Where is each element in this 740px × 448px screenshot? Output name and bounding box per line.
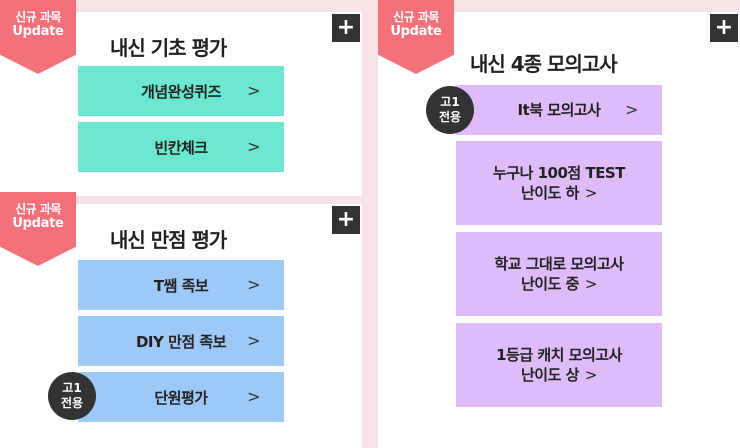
button-label: DIY 만점 족보: [135, 332, 227, 351]
ribbon-update-text: Update: [12, 24, 64, 39]
plus-icon[interactable]: +: [710, 14, 738, 42]
ribbon-text: 신규 과목: [15, 202, 61, 216]
new-subject-ribbon: 신규 과목 Update: [0, 192, 76, 266]
button-label: 단원평가: [154, 388, 208, 407]
new-subject-ribbon: 신규 과목 Update: [378, 0, 454, 74]
chevron-right-icon: >: [247, 275, 260, 294]
panel-title: 내신 기초 평가: [110, 36, 227, 60]
badge-text: 전용: [438, 110, 462, 124]
itbook-mock-button[interactable]: It북 모의고사 >: [456, 85, 662, 135]
ribbon-text: 신규 과목: [393, 10, 439, 24]
anyone-100-test-button[interactable]: 누구나 100점 TEST 난이도 하 >: [456, 141, 662, 225]
unit-eval-button[interactable]: 단원평가 >: [78, 372, 284, 422]
ribbon-update-text: Update: [12, 216, 64, 231]
chevron-right-icon: >: [247, 331, 260, 350]
button-label: 개념완성퀴즈: [141, 82, 221, 101]
chevron-right-icon: >: [247, 81, 260, 100]
button-label: It북 모의고사: [517, 101, 601, 119]
grade1-only-badge: 고1 전용: [426, 86, 474, 134]
tssam-jokbo-button[interactable]: T쌤 족보 >: [78, 260, 284, 310]
button-label: T쌤 족보: [153, 276, 209, 295]
panel-title: 내신 4종 모의고사: [470, 52, 618, 76]
badge-text: 고1: [440, 95, 460, 109]
first-grade-catch-mock-button[interactable]: 1등급 캐치 모의고사 난이도 상 >: [456, 323, 662, 407]
grade1-only-badge: 고1 전용: [48, 372, 96, 420]
school-mock-button[interactable]: 학교 그대로 모의고사 난이도 중 >: [456, 232, 662, 316]
diy-jokbo-button[interactable]: DIY 만점 족보 >: [78, 316, 284, 366]
difficulty-label: 난이도 상: [520, 366, 579, 384]
ribbon-text: 신규 과목: [15, 10, 61, 24]
chevron-right-icon: >: [584, 366, 598, 384]
chevron-right-icon: >: [625, 100, 638, 119]
plus-icon[interactable]: +: [332, 14, 360, 42]
chevron-right-icon: >: [584, 275, 598, 293]
button-label: 학교 그대로 모의고사: [494, 255, 624, 273]
badge-text: 고1: [62, 381, 82, 395]
ribbon-update-text: Update: [390, 24, 442, 39]
plus-icon[interactable]: +: [332, 206, 360, 234]
blank-check-button[interactable]: 빈칸체크 >: [78, 122, 284, 172]
mock-exam-panel: 신규 과목 Update + 내신 4종 모의고사 It북 모의고사 > 고1 …: [378, 0, 740, 448]
new-subject-ribbon: 신규 과목 Update: [0, 0, 76, 74]
panel-title: 내신 만점 평가: [110, 228, 227, 252]
difficulty-label: 난이도 하: [520, 184, 579, 202]
concept-quiz-button[interactable]: 개념완성퀴즈 >: [78, 66, 284, 116]
difficulty-label: 난이도 중: [520, 275, 579, 293]
chevron-right-icon: >: [584, 184, 598, 202]
chevron-right-icon: >: [247, 137, 260, 156]
button-label: 누구나 100점 TEST: [493, 164, 625, 182]
button-label: 빈칸체크: [154, 138, 208, 157]
chevron-right-icon: >: [247, 387, 260, 406]
badge-text: 전용: [60, 396, 84, 410]
perfect-score-panel: 신규 과목 Update + 내신 만점 평가 T쌤 족보 > DIY 만점 족…: [0, 192, 362, 448]
basic-eval-panel: 신규 과목 Update + 내신 기초 평가 개념완성퀴즈 > 빈칸체크 >: [0, 0, 362, 196]
button-label: 1등급 캐치 모의고사: [496, 346, 622, 364]
